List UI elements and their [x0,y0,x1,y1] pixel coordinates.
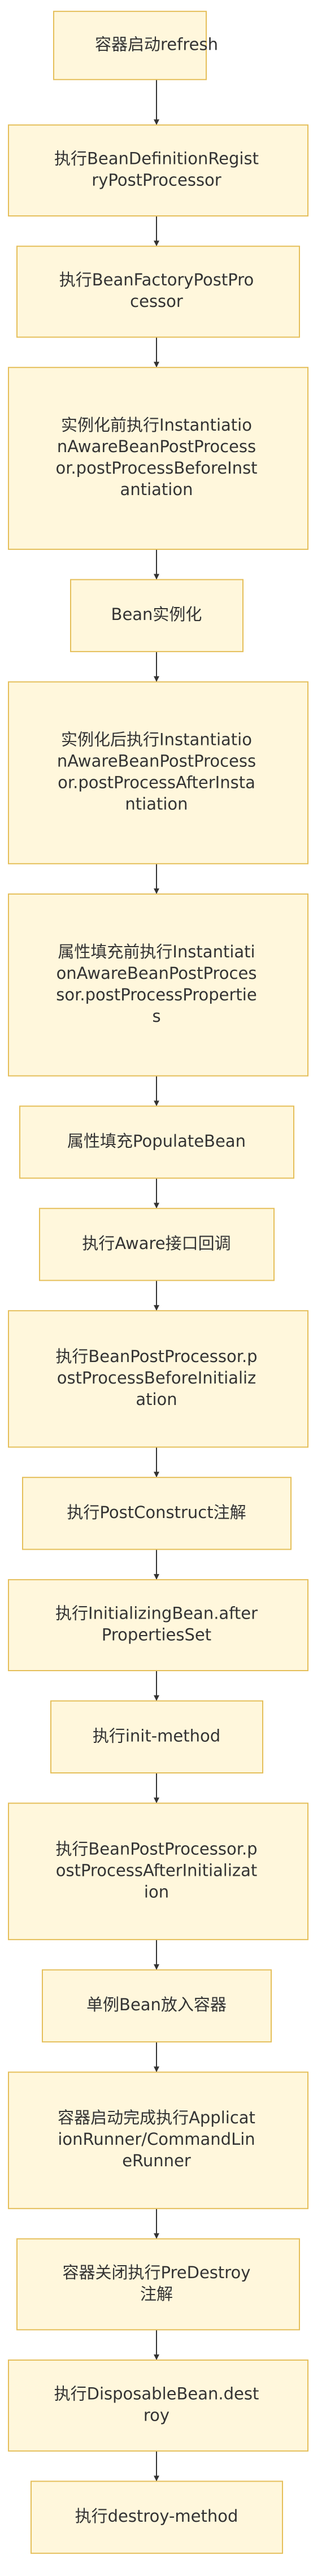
node-label-line: 执行init-method [93,1726,220,1745]
node-label-line: PropertiesSet [102,1625,211,1645]
node-box [8,1579,308,1671]
flow-node: 执行BeanPostProcessor.p ostProcessBeforeIni… [8,1310,308,1448]
flow-node: 容器启动完成执行Applicat ionRunner/CommandLin eRun… [8,2071,308,2209]
flow-node: 容器启动refresh [53,11,218,80]
node-label-line: 执行BeanDefinitionRegist [54,149,259,168]
node-box [8,2359,308,2452]
node-label-line: 执行BeanFactoryPostPro [59,270,254,289]
node-box [16,245,300,338]
node-label-line: ostProcessAfterInitializat [56,1861,258,1880]
node-label-line: ionRunner/CommandLin [58,2130,255,2149]
node-label-line: 属性填充前执行Instantiati [58,942,255,961]
flow-node: 属性填充前执行Instantiati onAwareBeanPostProces s… [8,893,308,1077]
node-box [16,2238,300,2331]
flow-node: 执行destroy-method [31,2480,283,2554]
node-box [8,367,308,550]
flow-node: 实例化后执行Instantiatio nAwareBeanPostProcess o… [8,681,308,865]
node-label-line: ntiation [125,794,188,813]
node-label-line: ostProcessBeforeInitializ [57,1368,257,1387]
flow-node: 实例化前执行Instantiatio nAwareBeanPostProcess o… [8,367,308,550]
node-box [31,2480,283,2554]
node-label-line: ryPostProcessor [92,171,221,190]
node-label-line: 执行DisposableBean.dest [54,2384,259,2403]
node-label-line: nAwareBeanPostProcess [57,751,256,770]
node-label-line: cessor [130,292,183,311]
node-label-line: 执行Aware接口回调 [82,1234,231,1253]
node-box [8,681,308,865]
node-label-line: 执行BeanPostProcessor.p [55,1347,257,1366]
node-label-line: Bean实例化 [111,605,202,624]
node-box [42,1969,272,2042]
flow-node: 执行Aware接口回调 [39,1208,275,1281]
flow-node: 属性填充PopulateBean [19,1105,294,1179]
node-box [39,1208,275,1281]
node-box [50,1700,263,1773]
node-label-line: 注解 [140,2284,173,2304]
node-box [19,1105,294,1179]
node-box [8,124,308,217]
node-box [53,11,207,80]
node-label-line: 执行destroy-method [75,2506,238,2526]
node-label-line: antiation [120,480,193,499]
node-label-line: ation [136,1390,177,1409]
flow-node: 容器关闭执行PreDestroy 注解 [16,2238,300,2331]
node-label-line: 属性填充PopulateBean [67,1131,246,1151]
node-label-line: 容器启动完成执行Applicat [58,2108,255,2127]
node-label-line: 单例Bean放入容器 [86,1995,227,2014]
flow-node: 执行BeanDefinitionRegist ryPostProcessor [8,124,308,217]
flow-node: 执行init-method [50,1700,263,1773]
node-label-line: eRunner [122,2151,191,2170]
node-box [8,2071,308,2209]
node-label-line: or.postProcessBeforeInst [55,458,257,478]
nodes: 容器启动refresh 执行BeanDefinitionRegist ryPostP… [8,11,308,2554]
node-box [8,1802,308,1940]
node-label-line: ion [144,1882,169,1901]
flow-node: 执行PostConstruct注解 [22,1477,292,1550]
node-label-line: sor.postProcessPropertie [56,985,257,1004]
flow-node: 单例Bean放入容器 [42,1969,272,2042]
node-box [22,1477,292,1550]
node-label-line: 执行BeanPostProcessor.p [55,1839,257,1858]
flow-node: 执行BeanFactoryPostPro cessor [16,245,300,338]
node-label-line: roy [144,2405,169,2425]
flow-node: Bean实例化 [70,579,244,652]
node-label-line: 容器关闭执行PreDestroy [63,2263,251,2282]
node-label-line: 执行PostConstruct注解 [67,1503,246,1522]
node-label-line: onAwareBeanPostProces [56,964,257,983]
node-label-line: 实例化前执行Instantiatio [61,415,252,435]
node-label-line: nAwareBeanPostProcess [57,437,256,456]
node-box [8,1310,308,1448]
flow-node: 执行DisposableBean.dest roy [8,2359,308,2452]
node-label-line: 执行InitializingBean.after [55,1604,258,1623]
node-label-line: s [152,1007,160,1026]
flow-node: 执行BeanPostProcessor.p ostProcessAfterInit… [8,1802,308,1940]
node-label-line: or.postProcessAfterInsta [58,773,255,792]
node-label-line: 实例化后执行Instantiatio [61,730,252,749]
node-label-line: 容器启动refresh [95,34,218,54]
node-box [70,579,244,652]
node-box [8,893,308,1077]
